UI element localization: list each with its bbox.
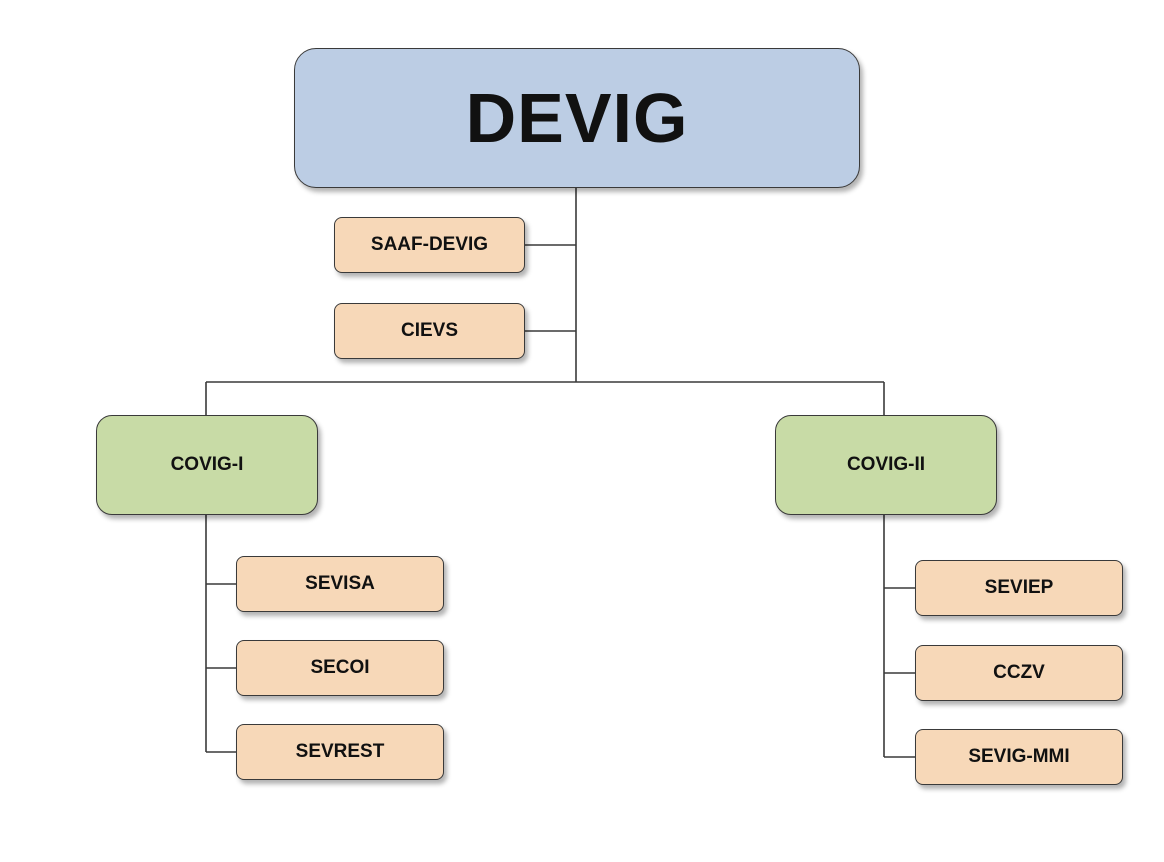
unit-node-label: CCZV <box>993 662 1045 683</box>
unit-node-label: SEVIEP <box>984 577 1054 598</box>
unit-node-secoi: SECOI <box>236 640 444 696</box>
unit-node-cczv: CCZV <box>915 645 1123 701</box>
staff-node-cievs: CIEVS <box>334 303 525 359</box>
unit-node-seviep: SEVIEP <box>915 560 1123 616</box>
coordination-node-label: COVIG-I <box>170 454 244 475</box>
unit-node-label: SECOI <box>310 657 370 678</box>
unit-node-label: SEVISA <box>305 573 375 594</box>
unit-node-sevig-mmi: SEVIG-MMI <box>915 729 1123 785</box>
coordination-node-label: COVIG-II <box>846 454 926 475</box>
staff-node-label: SAAF-DEVIG <box>370 234 489 255</box>
unit-node-sevrest: SEVREST <box>236 724 444 780</box>
staff-node-saaf-devig: SAAF-DEVIG <box>334 217 525 273</box>
unit-node-sevisa: SEVISA <box>236 556 444 612</box>
root-node-devig: DEVIG <box>294 48 860 188</box>
coordination-node-covig-ii: COVIG-II <box>775 415 997 515</box>
unit-node-label: SEVREST <box>295 741 385 762</box>
root-node-label: DEVIG <box>465 79 689 157</box>
staff-node-label: CIEVS <box>400 320 459 341</box>
unit-node-label: SEVIG-MMI <box>968 746 1070 767</box>
coordination-node-covig-i: COVIG-I <box>96 415 318 515</box>
